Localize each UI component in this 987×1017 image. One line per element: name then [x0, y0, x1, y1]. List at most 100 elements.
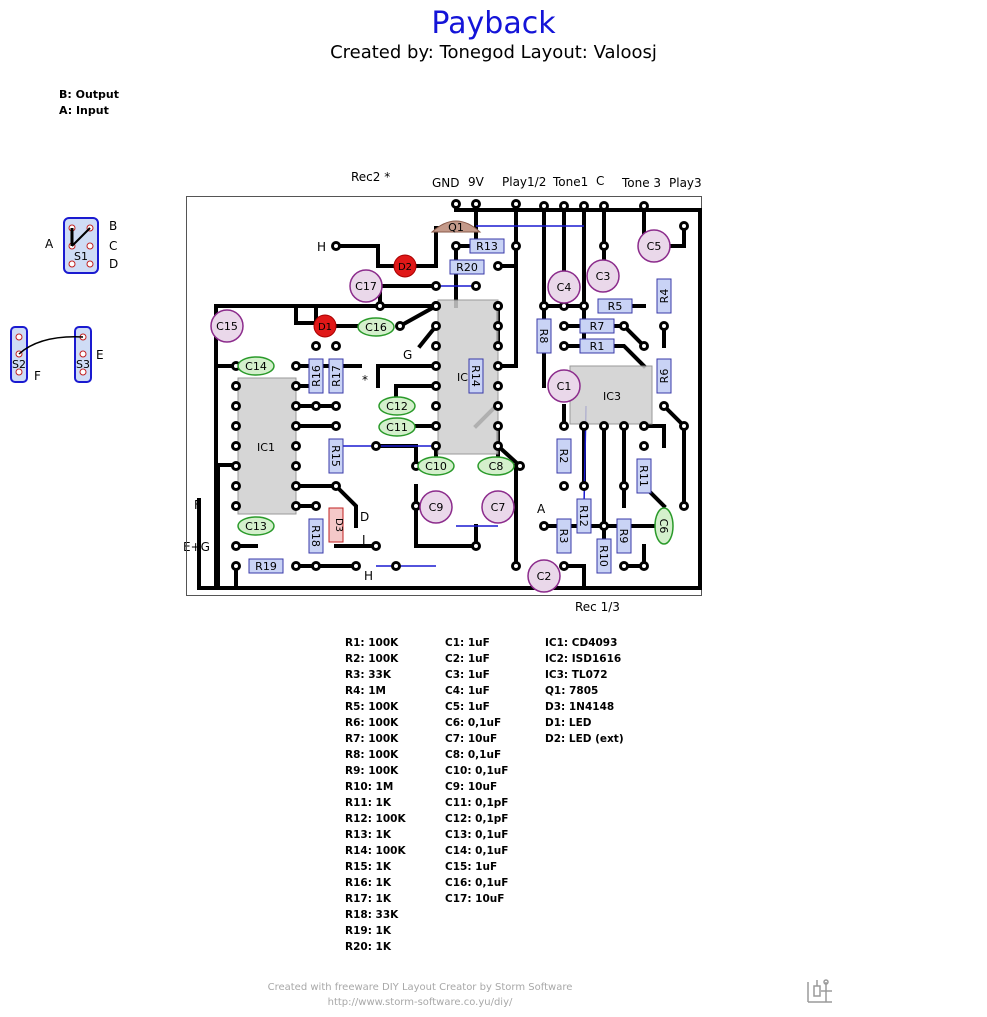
c13-label: C13: [245, 520, 267, 533]
pad-hole: [562, 424, 566, 428]
r15-label: R15: [329, 445, 342, 467]
r5-resistor: [597, 298, 633, 314]
pad-hole: [398, 324, 402, 328]
pad-hole: [496, 364, 500, 368]
s1-pin: [86, 260, 94, 268]
r12-resistor: [576, 498, 592, 534]
r8-resistor: [536, 318, 552, 354]
pad-hole: [496, 404, 500, 408]
pad-hole: [514, 244, 518, 248]
pad-hole: [294, 364, 298, 368]
pad-hole: [514, 564, 518, 568]
pad-hole: [496, 424, 500, 428]
bom-capacitor-item: C15: 1uF: [445, 861, 498, 873]
label-tone1: Tone1: [553, 175, 589, 189]
pad-hole: [542, 204, 546, 208]
pad-hole: [582, 484, 586, 488]
r3-resistor: [556, 518, 572, 554]
trace: [334, 244, 410, 268]
s1-wire: [71, 227, 91, 247]
pad-hole: [642, 444, 646, 448]
pad-hole: [582, 204, 586, 208]
c12-label: C12: [386, 400, 408, 413]
pad-hole: [642, 564, 646, 568]
footer-url[interactable]: http://www.storm-software.co.yu/diy/: [327, 997, 513, 1008]
ic3-body: [569, 365, 653, 425]
c7-cap: [481, 490, 515, 524]
bom-resistor-item: R8: 100K: [345, 749, 399, 761]
pad-hole: [234, 384, 238, 388]
trace: [642, 424, 666, 448]
r2-resistor: [556, 438, 572, 474]
pad-hole: [434, 404, 438, 408]
pad-hole: [496, 264, 500, 268]
bom-capacitor-item: C8: 0,1uF: [445, 749, 502, 761]
pad-hole: [622, 564, 626, 568]
d3-label: D3: [333, 518, 344, 532]
bom-resistor-item: R7: 100K: [345, 733, 399, 745]
r1-label: R1: [590, 340, 605, 353]
pad-hole: [294, 444, 298, 448]
bom-resistor-item: R10: 1M: [345, 781, 394, 793]
pad-hole: [496, 444, 500, 448]
bom-resistor-item: R18: 33K: [345, 909, 399, 921]
legend-input: A: Input: [59, 104, 109, 117]
c3-cap: [586, 259, 620, 293]
pad-hole: [354, 564, 358, 568]
trace: [496, 264, 518, 368]
diy-logo-icon: [807, 979, 832, 1003]
pad-hole: [474, 202, 478, 206]
r18-resistor: [308, 518, 324, 554]
c13-cap: [237, 516, 275, 536]
r20-label: R20: [456, 261, 478, 274]
pad-hole: [294, 464, 298, 468]
c1-label: C1: [557, 380, 572, 393]
d1-label: D1: [318, 322, 332, 333]
bom-semiconductor-item: IC3: TL072: [545, 669, 608, 681]
pad-hole: [562, 564, 566, 568]
r11-resistor: [636, 458, 652, 494]
switch-label-f: F: [34, 369, 41, 383]
label-rec13: Rec 1/3: [575, 600, 620, 614]
r7-resistor: [579, 318, 615, 334]
bom-resistor-item: R5: 100K: [345, 701, 399, 713]
c1-cap: [547, 369, 581, 403]
c9-cap: [419, 490, 453, 524]
bom-capacitor-item: C3: 1uF: [445, 669, 490, 681]
pad-hole: [602, 204, 606, 208]
pad-hole: [662, 404, 666, 408]
pad-hole: [622, 484, 626, 488]
d2-label: D2: [398, 262, 412, 273]
pad-hole: [234, 504, 238, 508]
pad-hole: [234, 424, 238, 428]
r17-resistor: [328, 358, 344, 394]
c9-label: C9: [429, 501, 444, 514]
r6-label: R6: [658, 369, 671, 384]
bom-semiconductor-item: Q1: 7805: [545, 685, 599, 697]
pad-hole: [374, 544, 378, 548]
trace: [374, 444, 418, 468]
label-eg-side: E+G: [183, 540, 210, 554]
d2-led: [393, 254, 417, 278]
switch-diagrams: S1 A B C D S2 S3 E F: [10, 217, 118, 383]
bom-resistor-item: R2: 100K: [345, 653, 399, 665]
trace: [397, 303, 439, 329]
pad-hole: [314, 404, 318, 408]
s2-pin: [15, 333, 23, 341]
c16-label: C16: [365, 321, 387, 334]
pad-hole: [334, 344, 338, 348]
pad-hole: [602, 244, 606, 248]
bom-resistor-item: R16: 1K: [345, 877, 391, 889]
r18-label: R18: [309, 525, 322, 547]
bom-resistor-item: R9: 100K: [345, 765, 399, 777]
r5-label: R5: [608, 300, 623, 313]
s3-pin: [79, 368, 87, 376]
bom-resistor-item: R19: 1K: [345, 925, 391, 937]
c17-label: C17: [355, 280, 377, 293]
bom-capacitor-item: C17: 10uF: [445, 893, 505, 905]
pad-hole: [642, 204, 646, 208]
pad-hole: [294, 484, 298, 488]
r3-label: R3: [557, 529, 570, 544]
